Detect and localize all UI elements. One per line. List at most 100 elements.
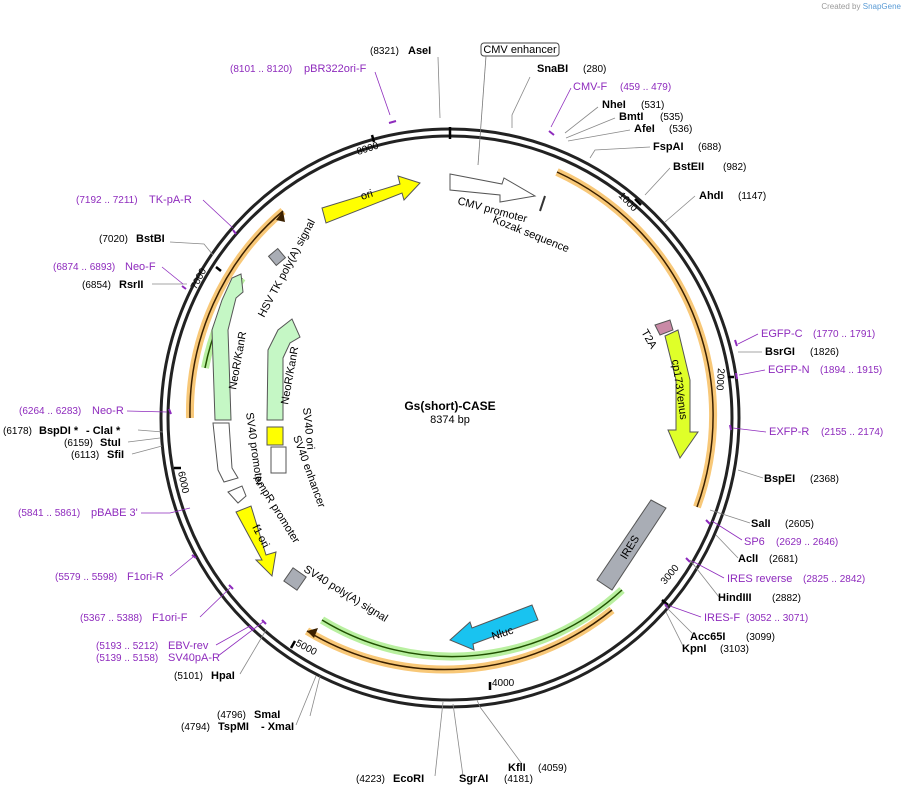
feature-nluc [449,604,539,651]
site-bspei: BspEI [764,473,795,485]
primer-sv40pa-r: SV40pA-R [168,652,220,664]
primer-pbr322ori-f: pBR322ori-F [304,63,367,75]
site-bmti: BmtI [619,111,643,123]
site-bsteii: BstEII [673,161,704,173]
primer-neo-r: Neo-R [92,405,124,417]
site-asei: AseI [408,45,431,57]
site-pos-afei: (536) [669,124,692,135]
primer-marks [168,120,738,631]
primer-ires-reverse: IRES reverse [727,573,792,585]
site-ecori: EcoRI [393,773,424,785]
site-pos-ecori: (4223) [356,774,385,785]
site-bstbi: BstBI [136,233,165,245]
feature-label-ori: ori [359,188,374,203]
feature-label-sv40-polya: SV40 poly(A) signal [301,563,389,624]
feature-sv40-polya [283,567,307,591]
orf-arc-right [556,171,714,508]
primer-cmv-f: CMV-F [573,81,608,93]
plasmid-name: Gs(short)-CASE [404,399,495,413]
primer-ebv-rev: EBV-rev [168,640,209,652]
primer-pos-tk-pa-r: (7192 .. 7211) [76,195,138,206]
site-pos-ahdi: (1147) [738,191,766,202]
primer-pos-sp6: (2629 .. 2646) [776,537,838,548]
feature-label-neor-kanr-1: NeoR/KanR [227,331,249,391]
feature-label-t2a: T2A [638,328,659,352]
primer-pos-sv40pa-r: (5139 .. 5158) [96,653,158,664]
site-pos-bsrgi: (1826) [810,347,839,358]
site-pos-kfli: (4059) [538,763,567,774]
feature-ori [321,175,421,224]
site-pos-bmti: (535) [660,112,683,123]
site-smai: SmaI [254,709,280,721]
primer-egfp-n: EGFP-N [768,364,810,376]
orf-halo-right [555,168,718,509]
feature-ampr-promoter [227,485,247,504]
primer-pos-neo-f: (6874 .. 6893) [53,262,115,273]
site-pos-tspmi: (4794) [181,722,210,733]
site-leaders [127,56,764,777]
site-hpai: HpaI [211,670,235,682]
site-kpni: KpnI [682,643,706,655]
feature-label-cmv-enhancer: CMV enhancer [483,44,557,56]
site-bsrgi: BsrGI [765,346,795,358]
primer-ires-f: IRES-F [704,612,740,624]
site-hindiii: HindIII [718,592,752,604]
tick-8000 [370,134,376,143]
primer-egfp-c: EGFP-C [761,328,803,340]
primer-pos-neo-r: (6264 .. 6283) [19,406,81,417]
site-ahdi: AhdI [699,190,723,202]
site-stui: StuI [100,437,121,449]
feature-ires [596,499,667,591]
site-rsrii: RsrII [119,279,143,291]
tick-label-2000: 2000 [713,368,726,391]
orf-arrow-left [276,211,285,222]
site-snabi: SnaBI [537,63,568,75]
site-pos-fspai: (688) [698,142,721,153]
leader-cmv-enhancer [477,55,487,166]
feature-f1-ori [235,505,277,578]
primer-sp6: SP6 [744,536,765,548]
feature-label-kozak: Kozak sequence [491,214,571,256]
tick-label-6000: 6000 [175,470,190,494]
site-pos-bspdi: (6178) [3,426,32,437]
site-fspai: FspAI [653,141,684,153]
primer-leaders [126,71,767,657]
primer-f1ori-r: F1ori-R [127,571,164,583]
site-pos-sali: (2605) [785,519,814,530]
primer-pos-cmv-f: (459 .. 479) [620,82,671,93]
tick-3000 [661,599,669,606]
green-arc-bottom [321,589,623,658]
primer-pos-ebv-rev: (5193 .. 5212) [96,641,158,652]
site-acc65i: Acc65I [690,631,725,643]
site-pos-bstbi: (7020) [99,234,128,245]
feature-neor-kanr-1 [211,273,244,421]
site-pos-asei: (8321) [370,46,399,57]
primer-pos-egfp-c: (1770 .. 1791) [813,329,875,340]
tick-1000 [634,198,642,206]
feature-sv40-enhancer [270,446,287,474]
site-pos-hpai: (5101) [174,671,203,682]
site-nhei: NheI [602,99,626,111]
primer-pos-f1ori-r: (5579 .. 5598) [55,572,117,583]
feature-kozak [539,195,546,212]
credit-prefix: Created by [821,2,861,11]
tick-label-4000: 4000 [492,678,515,689]
site-afei: AfeI [634,123,655,135]
primer-pos-pbr322ori-f: (8101 .. 8120) [230,64,292,75]
primer-pos-ires-reverse: (2825 .. 2842) [803,574,865,585]
site-acli: AclI [738,553,758,565]
primer-pos-ires-f: (3052 .. 3071) [746,613,808,624]
site-pos-hindiii: (2882) [772,593,801,604]
tick-marks [174,127,734,690]
site-sali: SalI [751,518,771,530]
site-pos-acli: (2681) [769,554,798,565]
site-pos-stui: (6159) [64,438,93,449]
feature-cp173venus [664,329,699,460]
site-pos-rsrii: (6854) [82,280,111,291]
feature-sv40-promoter [212,422,239,483]
site-pos-bspei: (2368) [810,474,839,485]
site-pos-acc65i: (3099) [746,632,775,643]
primer-pos-egfp-n: (1894 .. 1915) [820,365,882,376]
primer-neo-f: Neo-F [125,261,156,273]
